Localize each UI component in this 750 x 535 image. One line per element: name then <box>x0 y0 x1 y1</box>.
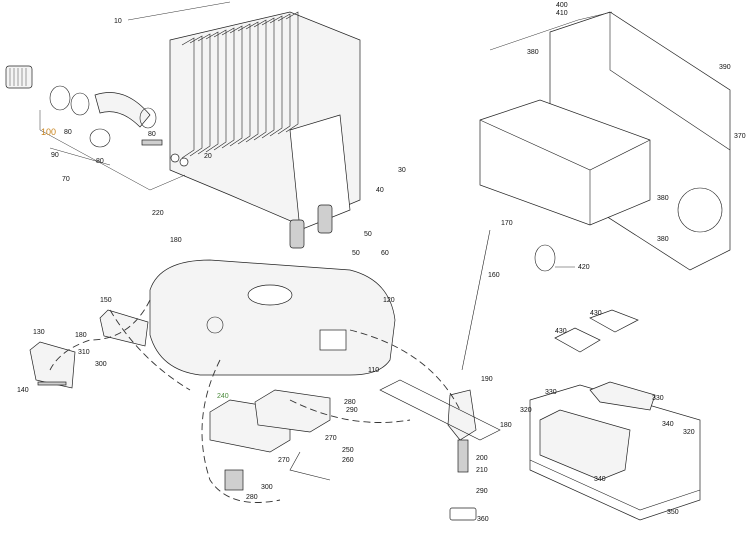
callout-100: 100 <box>41 127 56 137</box>
callout-280a: 280 <box>344 399 356 406</box>
callout-50a: 50 <box>364 231 372 238</box>
callout-320a: 320 <box>520 407 532 414</box>
heat-exchanger-fin <box>269 15 283 137</box>
callout-340b: 340 <box>594 476 606 483</box>
callout-170: 170 <box>501 220 513 227</box>
callout-80b: 80 <box>148 131 156 138</box>
callout-140: 140 <box>17 387 29 394</box>
callout-180c: 180 <box>500 422 512 429</box>
callout-40: 40 <box>376 187 384 194</box>
heat-exchanger-fin <box>229 25 243 147</box>
callout-20: 20 <box>204 153 212 160</box>
callout-400: 400 <box>556 2 568 9</box>
callout-310: 310 <box>78 349 90 356</box>
callout-430a: 430 <box>555 328 567 335</box>
callout-330b: 330 <box>652 395 664 402</box>
callout-320b: 320 <box>683 429 695 436</box>
callout-190: 190 <box>481 376 493 383</box>
callout-60: 60 <box>381 250 389 257</box>
heat-exchanger-fin <box>197 33 211 155</box>
callout-300a: 300 <box>95 361 107 368</box>
burner-assembly <box>209 389 331 491</box>
heat-exchanger <box>169 11 361 249</box>
callout-70: 70 <box>62 176 70 183</box>
callout-240: 240 <box>217 393 229 400</box>
base-plate <box>149 259 396 376</box>
callout-410: 410 <box>556 10 568 17</box>
callout-300b: 300 <box>261 484 273 491</box>
callout-270b: 270 <box>278 457 290 464</box>
callout-280b: 280 <box>246 494 258 501</box>
callout-210: 210 <box>476 467 488 474</box>
heat-exchanger-fin <box>237 23 251 145</box>
callout-90: 90 <box>51 152 59 159</box>
callout-350: 350 <box>667 509 679 516</box>
callout-290b: 290 <box>476 488 488 495</box>
callout-110: 110 <box>368 367 379 374</box>
heat-exchanger-fin <box>277 13 291 135</box>
gas-valve <box>447 229 491 521</box>
callout-50b: 50 <box>352 250 360 257</box>
heat-exchanger-fin <box>221 27 235 149</box>
heat-exchanger-fin <box>245 21 259 143</box>
callout-200: 200 <box>476 455 488 462</box>
callout-270a: 270 <box>325 435 337 442</box>
callout-80c: 80 <box>96 158 104 165</box>
heat-exchanger-fin <box>205 31 219 153</box>
callout-330a: 330 <box>545 389 557 396</box>
callout-180a: 180 <box>170 237 182 244</box>
gasket-ring <box>534 244 556 272</box>
callout-430b: 430 <box>590 310 602 317</box>
callout-120: 120 <box>383 297 395 304</box>
callout-290a: 290 <box>346 407 358 414</box>
callout-220: 220 <box>152 210 164 217</box>
callout-80a: 80 <box>64 129 72 136</box>
callout-260: 260 <box>342 457 354 464</box>
callout-250: 250 <box>342 447 354 454</box>
heat-exchanger-fin <box>253 19 267 141</box>
battery-tray <box>529 309 701 521</box>
callout-180b: 180 <box>75 332 87 339</box>
callout-380a: 380 <box>527 49 539 56</box>
callout-390: 390 <box>719 64 731 71</box>
callout-10: 10 <box>114 18 122 25</box>
callout-160: 160 <box>488 272 500 279</box>
casing-covers <box>479 11 731 271</box>
callout-360: 360 <box>477 516 489 523</box>
callout-420: 420 <box>578 264 590 271</box>
callout-370: 370 <box>734 133 746 140</box>
callout-380c: 380 <box>657 236 669 243</box>
heat-exchanger-fin <box>261 17 275 139</box>
heat-exchanger-fin <box>213 29 227 151</box>
callout-380b: 380 <box>657 195 669 202</box>
callout-130: 130 <box>33 329 45 336</box>
heat-exchanger-fin <box>189 35 203 157</box>
heat-exchanger-fin <box>181 37 195 159</box>
callout-30: 30 <box>398 167 406 174</box>
callout-340a: 340 <box>662 421 674 428</box>
heat-exchanger-fin <box>285 11 299 133</box>
callout-150: 150 <box>100 297 112 304</box>
flue-assembly <box>5 65 189 167</box>
